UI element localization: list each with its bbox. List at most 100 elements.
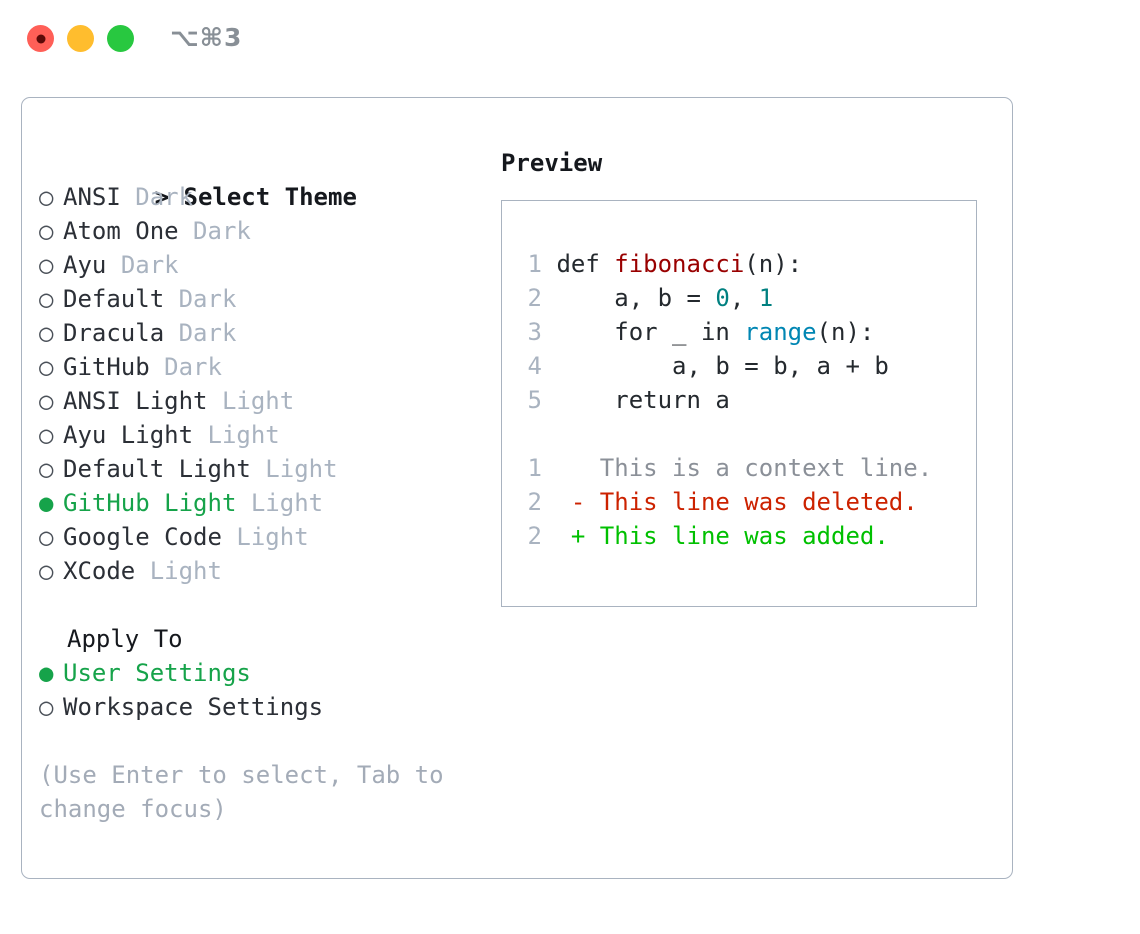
theme-option-label: ANSI: [63, 183, 121, 211]
theme-list: ○ANSI Dark○Atom One Dark○Ayu Dark○Defaul…: [39, 180, 479, 588]
theme-option-default-light[interactable]: ○ Default Light Light: [39, 452, 479, 486]
theme-option-variant-tag: Light: [250, 489, 324, 517]
diff-line-del: 2 - This line was deleted.: [514, 485, 966, 519]
code-token-plain: return a: [556, 386, 730, 414]
apply-to-option-workspace-settings[interactable]: ○ Workspace Settings: [39, 690, 479, 724]
theme-option-google-code[interactable]: ○Google Code Light: [39, 520, 479, 554]
radio-unselected-icon: ○: [39, 353, 54, 381]
theme-option-variant-tag: Dark: [164, 353, 222, 381]
code-token-plain: a, b =: [556, 284, 716, 312]
radio-unselected-icon: ○: [39, 251, 54, 279]
theme-option-variant-tag: Light: [207, 421, 280, 449]
theme-option-label: GitHub: [63, 353, 150, 381]
code-line-number: 4: [527, 352, 542, 380]
theme-option-ansi-light[interactable]: ○ ANSI Light Light: [39, 384, 479, 418]
apply-to-option-label: Workspace Settings: [63, 693, 324, 721]
code-diff-spacer: [514, 417, 966, 451]
theme-option-label: Atom One: [63, 217, 179, 245]
diff-marker-add: +: [570, 522, 586, 550]
code-token-plain: for _ in: [556, 318, 745, 346]
theme-option-variant-tag: Dark: [178, 319, 237, 347]
theme-option-label: XCode: [63, 557, 136, 585]
code-token-num: 1: [758, 284, 774, 312]
code-token-plain: (n):: [816, 318, 875, 346]
radio-unselected-icon: ○: [39, 285, 54, 313]
select-theme-header-label: Select Theme: [183, 183, 357, 211]
theme-option-atom-one[interactable]: ○ Atom One Dark: [39, 214, 479, 248]
preview-title: Preview: [501, 149, 603, 177]
code-line: 1 def fibonacci(n):: [514, 247, 966, 281]
diff-marker-del: -: [570, 488, 586, 516]
apply-to-option-user-settings[interactable]: ● User Settings: [39, 656, 479, 690]
radio-unselected-icon: ○: [39, 387, 54, 415]
theme-option-variant-tag: Light: [265, 455, 338, 483]
main-panel: > Select Theme ○ANSI Dark○Atom One Dark○…: [21, 97, 1013, 879]
theme-option-variant-tag: Dark: [120, 251, 179, 279]
theme-option-variant-tag: Light: [221, 387, 295, 415]
traffic-lights: [27, 25, 134, 52]
code-line: 4 a, b = b, a + b: [514, 349, 966, 383]
diff-line-context: 1 This is a context line.: [514, 451, 966, 485]
radio-unselected-icon: ○: [39, 455, 54, 483]
diff-line-text: This line was deleted.: [585, 488, 918, 516]
title-bar: ⌥⌘3: [0, 0, 1140, 78]
apply-to-header: Apply To: [67, 625, 183, 653]
theme-option-xcode[interactable]: ○ XCode Light: [39, 554, 479, 588]
code-token-plain: (n):: [744, 250, 803, 278]
code-token-call: range: [744, 318, 817, 346]
theme-option-label: Default: [63, 285, 165, 313]
diff-line-number: 1: [527, 454, 542, 482]
code-line: 5 return a: [514, 383, 966, 417]
code-line-number: 5: [527, 386, 542, 414]
keyboard-shortcut-label: ⌥⌘3: [170, 23, 243, 52]
theme-option-dracula[interactable]: ○Dracula Dark: [39, 316, 479, 350]
radio-unselected-icon: ○: [39, 523, 54, 551]
theme-option-label: Google Code: [63, 523, 222, 551]
apply-to-option-label: User Settings: [63, 659, 251, 687]
radio-selected-icon: ●: [39, 659, 54, 687]
theme-option-variant-tag: Dark: [193, 217, 251, 245]
theme-option-label: ANSI Light: [63, 387, 208, 415]
code-line-number: 1: [527, 250, 542, 278]
theme-option-github[interactable]: ○ GitHub Dark: [39, 350, 479, 384]
theme-option-github-light[interactable]: ●GitHub Light Light: [39, 486, 479, 520]
diff-marker-context: [571, 454, 585, 482]
theme-option-ayu[interactable]: ○ Ayu Dark: [39, 248, 479, 282]
diff-line-add: 2 + This line was added.: [514, 519, 966, 553]
radio-unselected-icon: ○: [39, 217, 54, 245]
maximize-window-button[interactable]: [107, 25, 134, 52]
theme-option-label: Ayu: [63, 251, 107, 279]
theme-option-variant-tag: Dark: [178, 285, 237, 313]
theme-option-label: Default Light: [63, 455, 251, 483]
theme-option-default[interactable]: ○ Default Dark: [39, 282, 479, 316]
theme-option-ayu-light[interactable]: ○Ayu Light Light: [39, 418, 479, 452]
code-token-fn: fibonacci: [614, 250, 745, 278]
diff-line-text: This is a context line.: [585, 454, 933, 482]
theme-option-label: GitHub Light: [63, 489, 237, 517]
theme-option-variant-tag: Light: [149, 557, 222, 585]
theme-option-ansi[interactable]: ○ANSI Dark: [39, 180, 479, 214]
code-token-num: 0: [715, 284, 730, 312]
diff-lines: 1 This is a context line.2 - This line w…: [514, 451, 966, 553]
apply-to-list: ● User Settings ○ Workspace Settings: [39, 656, 479, 724]
preview-column: Preview 1 def fibonacci(n):2 a, b = 0, 1…: [501, 146, 991, 607]
radio-unselected-icon: ○: [39, 557, 54, 585]
select-theme-header: > Select Theme: [39, 146, 479, 211]
theme-option-variant-tag: Dark: [135, 183, 194, 211]
radio-unselected-icon: ○: [39, 693, 54, 721]
code-token-plain: a, b = b, a + b: [556, 352, 889, 380]
code-line-number: 3: [527, 318, 542, 346]
code-line: 3 for _ in range(n):: [514, 315, 966, 349]
code-token-plain: ,: [729, 284, 759, 312]
theme-picker-column: > Select Theme ○ANSI Dark○Atom One Dark○…: [39, 146, 479, 826]
theme-option-label: Ayu Light: [63, 421, 194, 449]
diff-line-number: 2: [527, 488, 542, 516]
close-window-button[interactable]: [27, 25, 54, 52]
prompt-caret-icon: >: [154, 183, 170, 211]
minimize-window-button[interactable]: [67, 25, 94, 52]
code-line: 2 a, b = 0, 1: [514, 281, 966, 315]
